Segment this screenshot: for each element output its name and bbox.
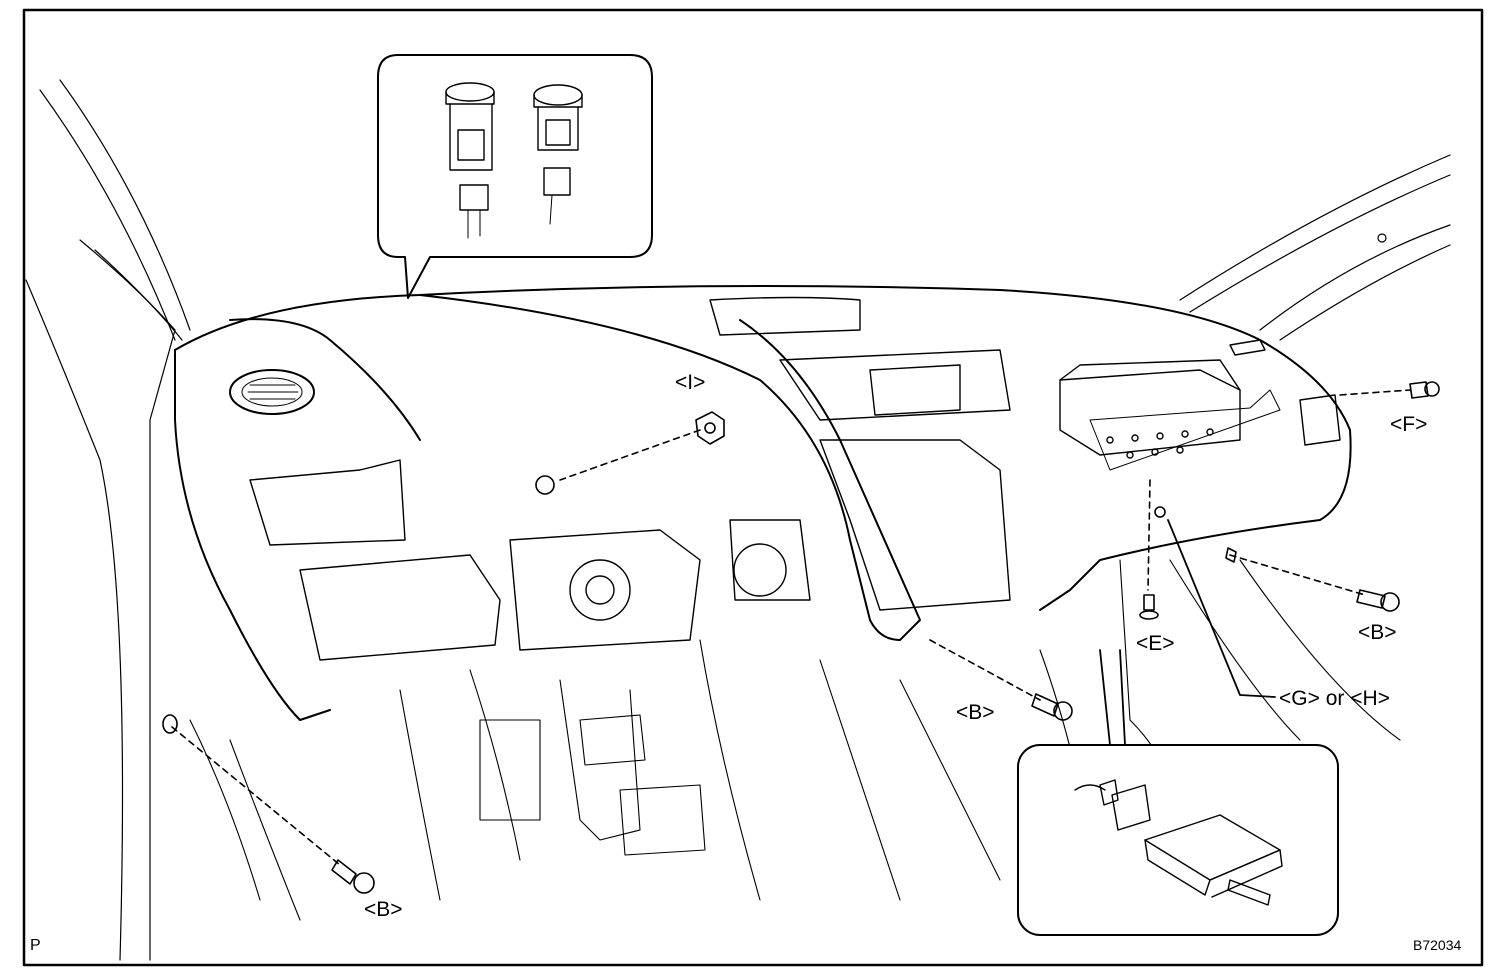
panel-openings (249, 296, 1011, 661)
callout-clip-detail (377, 54, 653, 299)
label-g-or-h: <G> or <H> (1279, 687, 1390, 710)
right-a-pillar (1179, 154, 1451, 341)
left-a-pillar (25, 79, 191, 961)
callout-connector-detail (1017, 649, 1339, 936)
instrument-panel (174, 285, 1352, 721)
passenger-airbag (1059, 339, 1341, 471)
screw-e (1139, 479, 1166, 620)
figure-border (22, 8, 1484, 967)
label-f: <F> (1390, 413, 1428, 436)
bolt-b-center (929, 639, 1073, 721)
label-b-center: <B> (956, 701, 995, 724)
figure-code: B72034 (1413, 937, 1462, 953)
defroster-vent (229, 369, 315, 415)
leader-g-or-h (1167, 519, 1276, 698)
clip-i-nut (535, 411, 725, 495)
clip-part-right (533, 84, 583, 225)
lower-structure (189, 559, 1401, 921)
connector-plug (1074, 779, 1283, 906)
label-b-right: <B> (1358, 621, 1397, 644)
label-i: <I> (675, 371, 706, 394)
label-b-bottom: <B> (364, 898, 403, 921)
corner-mark: P (30, 937, 41, 954)
clip-part-left (445, 82, 495, 239)
bolt-b-bottom (162, 714, 375, 894)
screw-f (1339, 381, 1440, 399)
label-e: <E> (1136, 632, 1175, 655)
bolt-b-right (1225, 547, 1400, 612)
